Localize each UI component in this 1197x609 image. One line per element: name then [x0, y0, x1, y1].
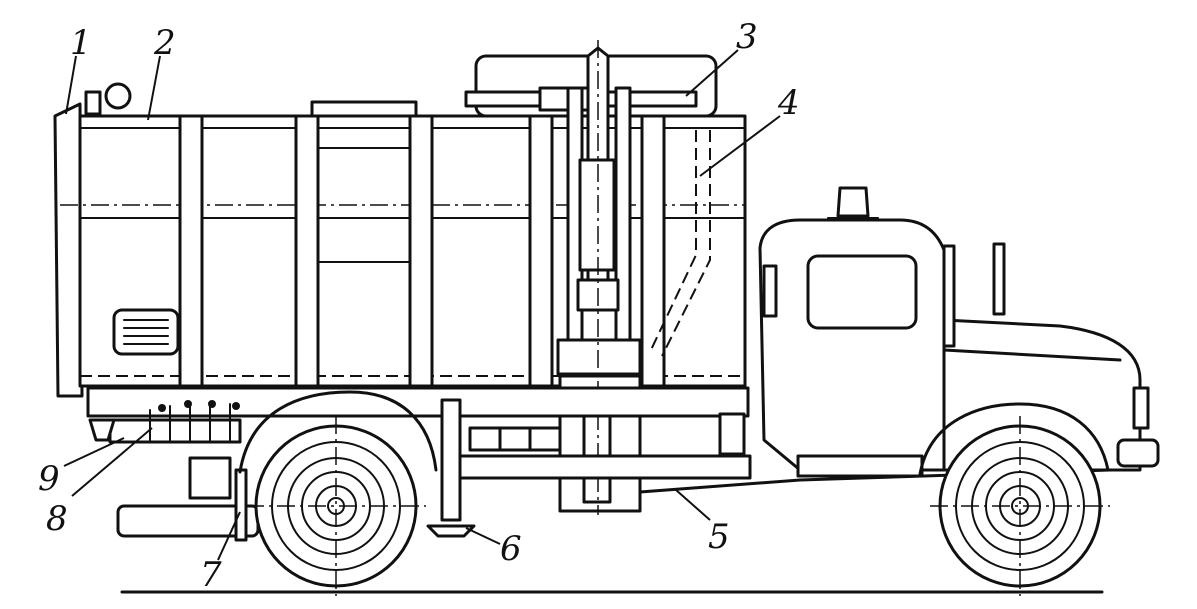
rear-door [53, 102, 84, 398]
front-fender [918, 402, 1110, 476]
roof-beacon [836, 186, 870, 218]
label-1: 1 [70, 23, 92, 63]
support-foot [426, 398, 476, 538]
label-4: 4 [777, 83, 800, 123]
loading-hatch [310, 100, 418, 118]
label-9: 9 [38, 459, 60, 499]
leader-lines [63, 49, 781, 561]
chassis-frame [86, 386, 1112, 494]
beacon-icon [84, 82, 132, 116]
label-3: 3 [736, 17, 758, 57]
lifting-mast [550, 40, 648, 515]
label-8: 8 [46, 499, 68, 539]
rear-wheel [246, 416, 426, 596]
cab-window [806, 254, 918, 330]
truck-cab [758, 186, 946, 478]
label-7: 7 [200, 555, 222, 595]
label-5: 5 [708, 517, 730, 557]
rear-bumper [116, 456, 260, 542]
label-2: 2 [153, 23, 176, 63]
vent-grille [112, 308, 180, 356]
front-bumper [1116, 438, 1160, 468]
front-wheel [930, 416, 1110, 596]
label-6: 6 [500, 529, 522, 569]
hopper-guide [649, 130, 697, 353]
cab-step [796, 454, 924, 478]
rear-fender [238, 390, 438, 474]
